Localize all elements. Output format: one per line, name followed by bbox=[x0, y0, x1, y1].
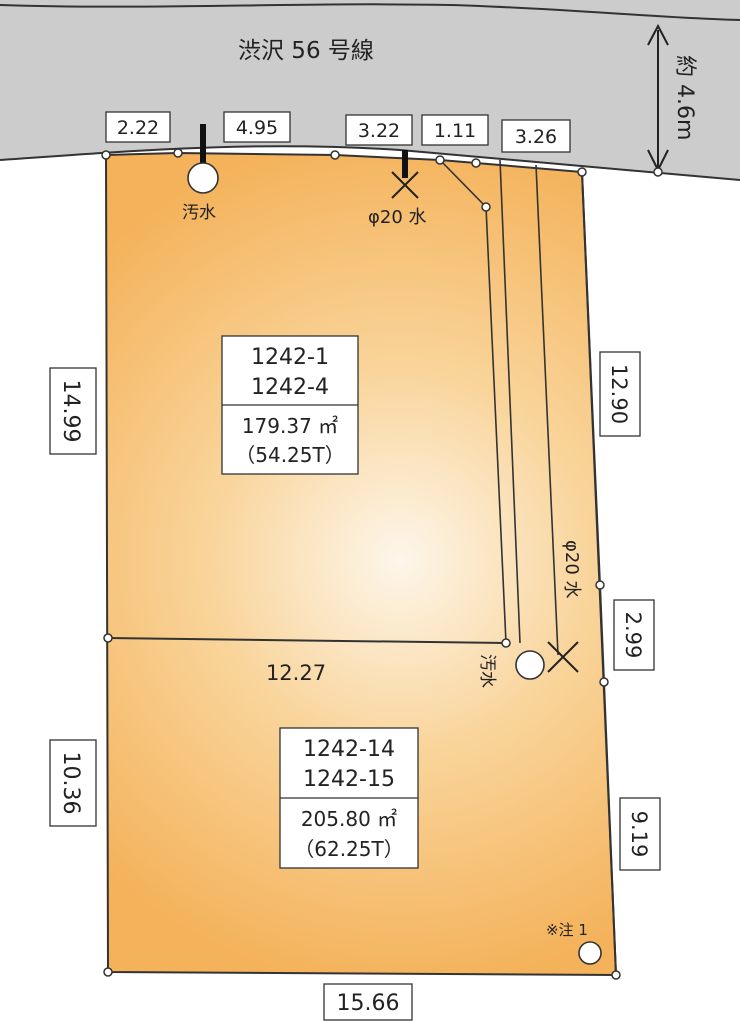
lot-area-1: 179.37 ㎡ bbox=[242, 414, 338, 438]
survey-point bbox=[471, 158, 481, 168]
dimension-label-right-lower: 9.19 bbox=[627, 811, 651, 858]
dimension-box bbox=[613, 599, 655, 671]
dimension-box bbox=[49, 739, 97, 827]
lot-number-1a: 1242-1 bbox=[251, 345, 329, 370]
lot-number-1b: 1242-4 bbox=[251, 375, 329, 400]
dimension-box bbox=[49, 367, 97, 455]
sewer-label-lower: 汚水 bbox=[477, 654, 497, 688]
survey-point bbox=[611, 970, 621, 980]
road-edge-line bbox=[0, 3, 740, 21]
note-marker bbox=[578, 941, 602, 965]
flag-access-line-middle bbox=[499, 159, 521, 644]
survey-point bbox=[595, 580, 605, 590]
lot-divider-line bbox=[107, 637, 507, 644]
water-label-top: φ20 水 bbox=[368, 207, 427, 228]
dimension-label-divider: 12.27 bbox=[266, 661, 326, 685]
note-label: ※注 1 bbox=[546, 921, 588, 939]
survey-point bbox=[435, 155, 445, 165]
lot-number-2a: 1242-14 bbox=[303, 737, 395, 762]
dimension-label-bottom: 15.66 bbox=[337, 991, 400, 1016]
survey-point bbox=[103, 633, 113, 643]
right-boundary-line bbox=[581, 171, 617, 976]
survey-point bbox=[330, 150, 340, 160]
dimension-label-top-b: 4.95 bbox=[236, 117, 278, 139]
lot-tsubo-2: （62.25T） bbox=[294, 837, 403, 861]
survey-points bbox=[101, 148, 621, 980]
lot-info-box-lower: 1242-14 1242-15 205.80 ㎡ （62.25T） bbox=[279, 727, 419, 869]
road-width-arrow-top bbox=[647, 23, 669, 46]
survey-point bbox=[103, 967, 113, 977]
road-width-label: 約 4.6m bbox=[672, 55, 697, 140]
dimension-box bbox=[599, 351, 641, 437]
dimension-box bbox=[421, 114, 489, 146]
dimension-label-left-upper: 14.99 bbox=[58, 380, 83, 443]
survey-point bbox=[501, 638, 511, 648]
dimension-label-left-lower: 10.36 bbox=[58, 752, 83, 815]
lot-area-2: 205.80 ㎡ bbox=[301, 807, 397, 831]
road-width-end-point bbox=[653, 167, 663, 177]
sewer-manhole-top bbox=[187, 162, 219, 194]
sewer-manhole-lower bbox=[515, 650, 545, 680]
survey-point bbox=[481, 202, 491, 212]
dimension-box bbox=[619, 797, 661, 871]
dimension-label-top-d: 1.11 bbox=[434, 120, 476, 142]
survey-point bbox=[599, 677, 609, 687]
dimension-label-top-a: 2.22 bbox=[117, 117, 159, 139]
dimension-label-right-mid: 2.99 bbox=[621, 612, 645, 659]
dimension-box bbox=[223, 111, 291, 143]
dimension-box bbox=[345, 114, 413, 146]
dimension-box bbox=[501, 119, 571, 153]
water-valve-top bbox=[391, 171, 419, 199]
survey-point bbox=[173, 148, 183, 158]
flag-access-line-outer bbox=[535, 164, 559, 656]
lot-info-box-upper: 1242-1 1242-4 179.37 ㎡ （54.25T） bbox=[221, 335, 359, 475]
dimension-box bbox=[323, 983, 413, 1021]
road-lot-edge-line bbox=[0, 145, 740, 181]
dimension-label-top-e: 3.26 bbox=[515, 126, 557, 148]
sewer-label-top: 汚水 bbox=[182, 203, 216, 223]
lot-tsubo-1: （54.25T） bbox=[235, 443, 344, 467]
survey-point bbox=[101, 150, 111, 160]
survey-point bbox=[577, 167, 587, 177]
dimension-label-right-upper: 12.90 bbox=[607, 364, 631, 424]
water-valve-lower bbox=[547, 641, 579, 673]
dimension-label-top-c: 3.22 bbox=[358, 120, 400, 142]
dimension-box bbox=[105, 111, 171, 143]
lot-number-2b: 1242-15 bbox=[303, 767, 395, 792]
water-label-lower: φ20 水 bbox=[561, 540, 582, 599]
road-name: 渋沢 56 号線 bbox=[238, 38, 374, 64]
